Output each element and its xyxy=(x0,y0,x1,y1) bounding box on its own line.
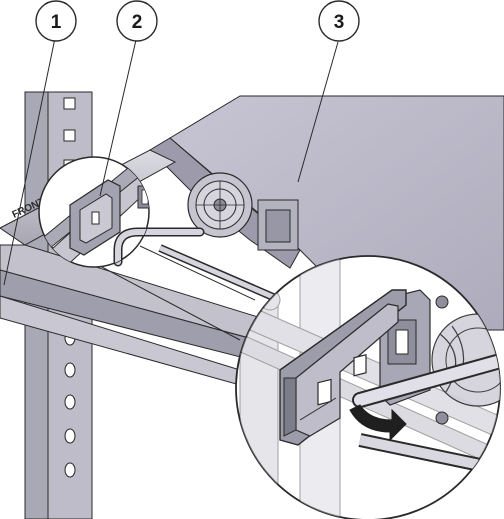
latch-detail-circle xyxy=(38,156,150,268)
callout-1: 1 xyxy=(35,0,77,42)
callout-3-label: 3 xyxy=(334,12,345,33)
release-latch xyxy=(279,289,407,446)
latch-release-arrow-icon xyxy=(349,404,407,442)
magnify-connector-bottom xyxy=(99,265,241,341)
callout-1-label: 1 xyxy=(51,12,62,33)
fan-module xyxy=(187,172,253,238)
zoom-detail-circle xyxy=(235,255,501,519)
callout-3: 3 xyxy=(318,0,360,42)
callout-leaders xyxy=(3,37,339,286)
magnify-connector-top xyxy=(139,245,256,301)
callout-2: 2 xyxy=(116,0,158,42)
callout-2-label: 2 xyxy=(132,12,143,33)
